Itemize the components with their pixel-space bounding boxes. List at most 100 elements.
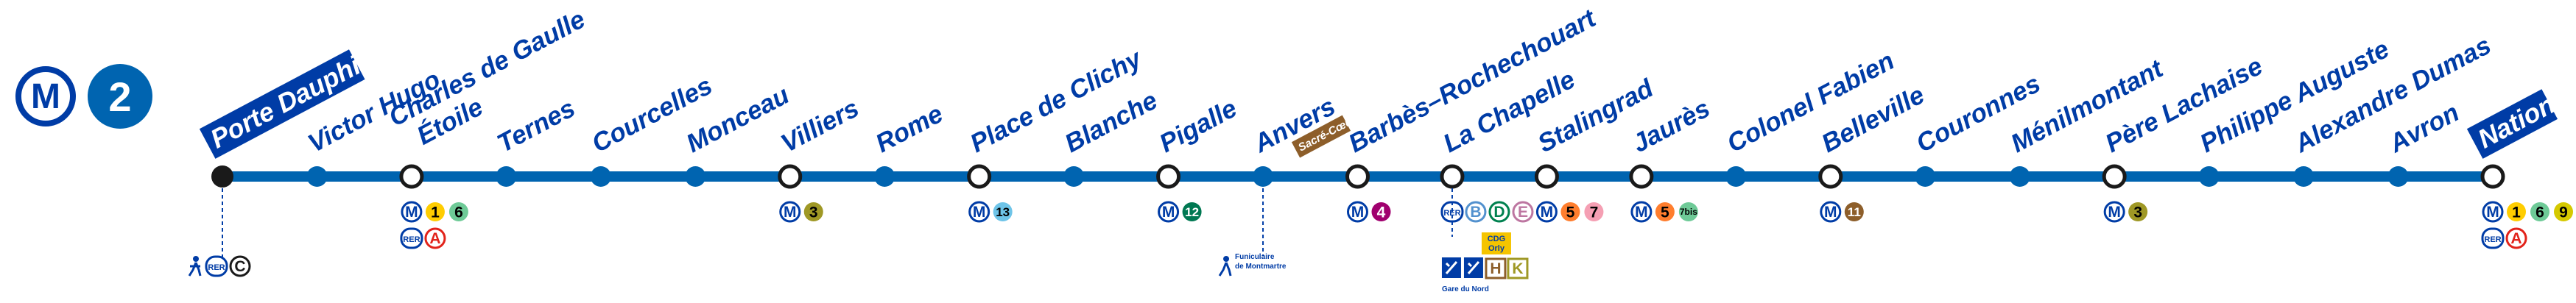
tgv-icon-glyph xyxy=(1467,261,1480,274)
connection-metro-7: 7 xyxy=(1584,202,1604,221)
connection-mode-m: M xyxy=(968,201,990,223)
metro-mode-text: M xyxy=(1541,204,1554,221)
station-marker xyxy=(590,166,611,187)
rer-mode-text: RER xyxy=(208,263,225,272)
station-name: Porte Dauphine xyxy=(205,35,393,154)
metro-line-number: 6 xyxy=(454,204,463,221)
station-marker xyxy=(2387,166,2409,187)
metro-line-disc xyxy=(1655,202,1675,221)
walk-icon-body xyxy=(1218,262,1232,277)
metro-mode-text: M xyxy=(1162,204,1175,221)
station-marker xyxy=(496,166,517,187)
anvers-extras: Funiculaire de Montmartre xyxy=(1218,188,1287,277)
cdg-orly-text: Orly xyxy=(1488,244,1505,253)
metro-mode-text: M xyxy=(405,204,418,221)
station-marker-interchange xyxy=(1534,164,1559,189)
cdg-orly-box xyxy=(1481,232,1511,254)
connection-metro-1: 1 xyxy=(425,202,445,221)
train-icon-glyph xyxy=(1445,261,1458,274)
connection-metro-5: 5 xyxy=(1560,202,1580,221)
metro-line-number: 6 xyxy=(2535,204,2544,221)
rer-mode-icon xyxy=(2481,227,2505,249)
metro-mode-icon xyxy=(401,201,423,223)
station-label: Pigalle xyxy=(1155,94,1242,158)
station-marker xyxy=(2009,166,2030,187)
rer-mode-text: RER xyxy=(1443,209,1460,218)
metro-logo-ring xyxy=(15,66,76,126)
metro-mode-icon xyxy=(1535,201,1558,223)
station-marker xyxy=(1063,166,1085,187)
connection-rer-a: A xyxy=(2505,227,2527,249)
rer-line-ring xyxy=(1465,201,1487,223)
connection-mode-m: M xyxy=(1347,201,1368,223)
rer-mode-icon xyxy=(205,255,228,277)
metro-mode-icon xyxy=(1630,201,1653,223)
metro-line-number: 9 xyxy=(2559,204,2568,221)
station-marker xyxy=(1253,166,1274,187)
station-marker xyxy=(1725,166,1747,187)
connection-metro-9: 9 xyxy=(2554,202,2573,221)
station-alexandre-dumas: Alexandre Dumas xyxy=(2290,31,2496,187)
rer-line-letter: A xyxy=(429,230,440,247)
connection-rer-d: D xyxy=(1488,201,1510,223)
metro-line-disc xyxy=(2530,202,2549,221)
metro-mode-text: M xyxy=(2108,204,2121,221)
connection-metro-5: 5 xyxy=(1655,202,1675,221)
station-marker xyxy=(1915,166,1936,187)
connection-mode-m: M xyxy=(779,201,801,223)
station-marker-interchange xyxy=(1818,164,1843,189)
metro-line-disc xyxy=(448,202,468,221)
rer-line-letter: D xyxy=(1493,204,1505,221)
rer-line-ring xyxy=(2505,227,2527,249)
rer-line-ring xyxy=(1512,201,1534,223)
line-number: 2 xyxy=(108,74,131,120)
metro-mode-text: M xyxy=(1824,204,1837,221)
funicular-note: Funiculaire xyxy=(1235,253,1275,261)
metro-mode-icon xyxy=(2482,201,2504,223)
station-name: Pigalle xyxy=(1155,94,1242,158)
metro-line-disc xyxy=(1182,202,1202,221)
metro-line-number: 4 xyxy=(1377,204,1386,221)
station-marker-interchange xyxy=(967,164,992,189)
terminus-label: Porte Dauphine xyxy=(199,35,393,159)
connection-metro-3: 3 xyxy=(803,202,823,221)
station-marker-interchange xyxy=(1156,164,1181,189)
connection-rer-a: A xyxy=(424,227,446,249)
metro-line-number: 7bis xyxy=(1680,207,1697,217)
connection-mode-m: M xyxy=(2103,201,2125,223)
station-marker-interchange xyxy=(2480,164,2505,189)
station-marker-interchange xyxy=(2102,164,2127,189)
station-label: Ternes xyxy=(493,93,580,158)
rer-line-letter: E xyxy=(1518,204,1528,221)
station-name: Nation xyxy=(2473,89,2560,154)
connection-mode-m: M xyxy=(1820,201,1842,223)
metro-line-number: 11 xyxy=(1848,205,1861,219)
metro-line-number: 5 xyxy=(1661,204,1669,221)
funicular-note: de Montmartre xyxy=(1235,263,1287,271)
transilien-box xyxy=(1507,257,1529,279)
metro-mode-text: M xyxy=(784,204,797,221)
gare-du-nord-label: Gare du Nord xyxy=(1442,285,1489,293)
connection-metro-7bis: 7bis xyxy=(1678,202,1698,221)
connection-mode-rer: RER xyxy=(400,227,423,249)
metro-line-number: 5 xyxy=(1566,204,1575,221)
connection-metro-13: 13 xyxy=(993,202,1013,221)
station-marker xyxy=(874,166,895,187)
rer-line-c-ring xyxy=(229,255,251,277)
terminus-box xyxy=(2466,89,2558,159)
metro-line-number: 7 xyxy=(1590,204,1599,221)
connection-mode-m: M xyxy=(401,201,423,223)
station-name: Colonel Fabien xyxy=(1722,46,1899,158)
metro-line-number: 1 xyxy=(431,204,440,221)
metro-line-disc xyxy=(2554,202,2573,221)
metro-mode-text: M xyxy=(2486,204,2499,221)
